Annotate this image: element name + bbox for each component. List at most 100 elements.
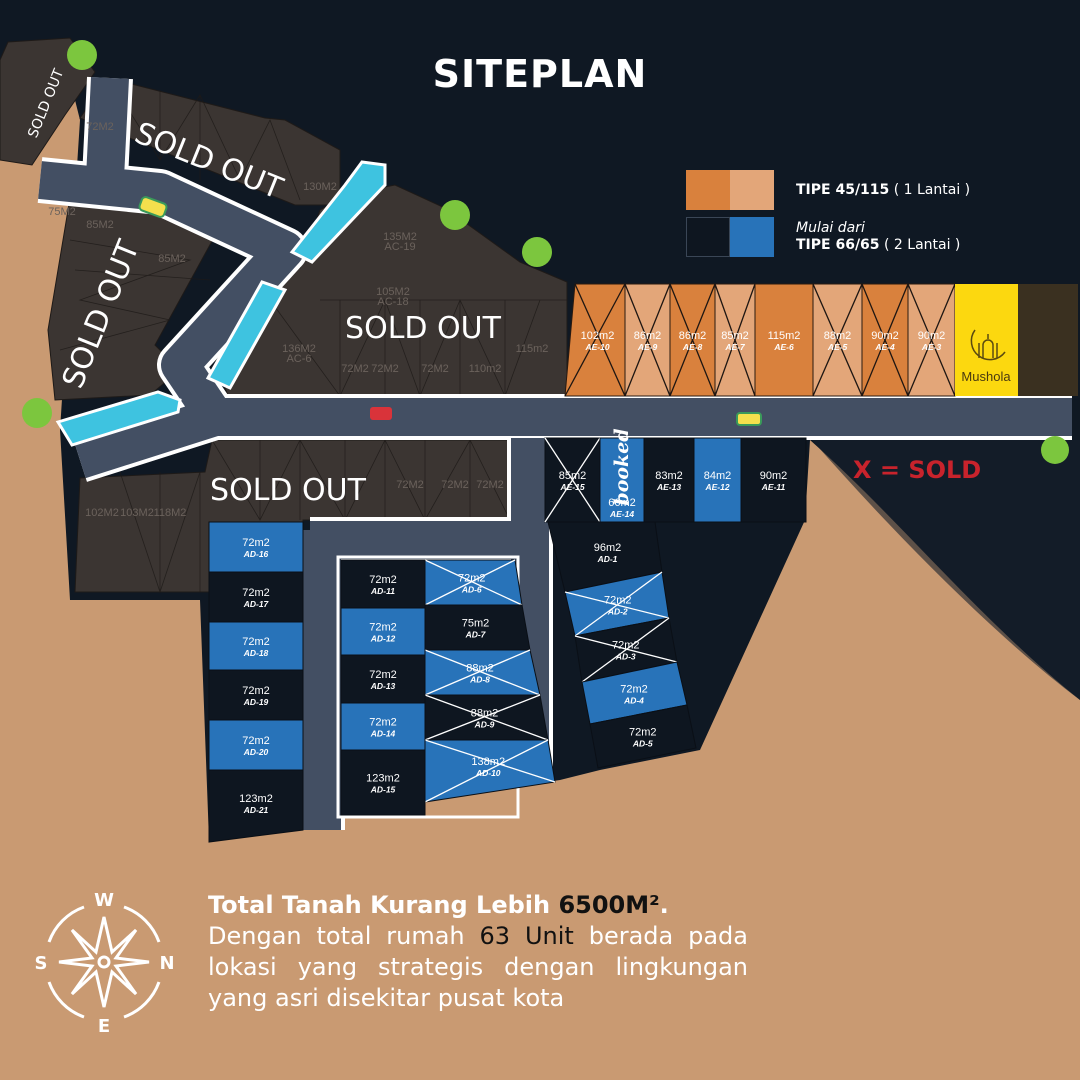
lot-plot	[340, 749, 426, 816]
roads[interactable]	[37, 76, 1072, 830]
legend-type1-label: TIPE 45/115	[796, 181, 890, 198]
legend-type2-note: ( 2 Lantai )	[884, 237, 961, 253]
lot-id: AE-5	[827, 342, 848, 352]
lot-area: 115m2	[768, 330, 801, 342]
lot-area: 88m2	[824, 330, 852, 342]
lot-id: AD-9	[474, 720, 495, 730]
sold-cross-mark	[424, 649, 541, 696]
lot-area: 86m2	[679, 330, 707, 342]
lot-id: AE-9	[637, 342, 658, 352]
lot-id: AE-8	[682, 342, 703, 352]
lot-area: 72m2	[629, 726, 657, 738]
sold-out-blocks	[0, 37, 568, 593]
lot-id: AD-10	[475, 768, 501, 778]
lot-id: AD-7	[465, 630, 487, 640]
lot-area: 85m2	[721, 330, 749, 342]
sold-cross-mark	[544, 437, 601, 523]
faded-lot-label: 118M2	[154, 507, 187, 519]
lot-area: 72m2	[612, 640, 640, 652]
lot-area: 72m2	[242, 537, 270, 549]
lot-area: 72m2	[242, 587, 270, 599]
faded-lot-label: 72M2	[441, 479, 469, 491]
lot-id: AD-3	[615, 652, 636, 662]
swatch-orange	[686, 170, 730, 210]
info-total-area: 6500M²	[558, 891, 660, 919]
sold-out-label: SOLD OUT	[210, 473, 367, 508]
sold-out-lot-lines	[59, 79, 567, 594]
info-text: Total Tanah Kurang Lebih 6500M². Dengan …	[208, 890, 748, 1014]
compass-n: N	[159, 953, 174, 974]
lot-plot	[208, 769, 304, 843]
faded-lot-label: 72M2	[421, 363, 449, 375]
faded-lot-label: 75M2	[48, 206, 76, 218]
compass-icon: W S N E	[35, 890, 175, 1037]
lot-id: AD-6	[461, 585, 482, 595]
sold-cross-mark	[574, 283, 626, 397]
swatch-light-orange	[730, 170, 774, 210]
faded-lot-label: 72M2	[476, 479, 504, 491]
swatch-dark	[686, 217, 730, 257]
lot-id: AD-8	[469, 675, 490, 685]
lot-area: 72m2	[458, 573, 486, 585]
compass-w: W	[94, 890, 114, 911]
gate-building	[1018, 284, 1078, 396]
faded-lot-label: 85M2	[86, 219, 114, 231]
lot-id: AD-1	[597, 554, 618, 564]
lot-area: 72m2	[242, 685, 270, 697]
lot-id: AE-4	[874, 342, 895, 352]
lot-id: AE-13	[656, 482, 681, 492]
lot-id: AE-3	[921, 342, 942, 352]
lot-id: AD-17	[243, 599, 270, 609]
background-shade	[812, 440, 1080, 700]
lot-id: AE-10	[584, 342, 609, 352]
tree-icon	[522, 237, 552, 267]
mushola[interactable]: Mushola	[955, 284, 1078, 396]
lot-area: 72m2	[604, 595, 632, 607]
lot-area: 90m2	[918, 330, 946, 342]
sold-cross-mark	[581, 617, 670, 683]
sold-out-label: SOLD OUT	[345, 311, 502, 346]
faded-lot-label: 105M2	[376, 286, 410, 298]
faded-lot-label: AC-18	[377, 296, 408, 308]
lot-plot	[589, 704, 697, 769]
lot-id: AD-11	[370, 586, 395, 596]
lot-area: 72m2	[242, 735, 270, 747]
river[interactable]	[55, 160, 387, 447]
faded-lot-label: 72M2	[371, 363, 399, 375]
lot-area: 123m2	[366, 773, 400, 785]
sold-cross-mark	[564, 283, 626, 397]
sold-key: X = SOLD	[853, 456, 982, 484]
